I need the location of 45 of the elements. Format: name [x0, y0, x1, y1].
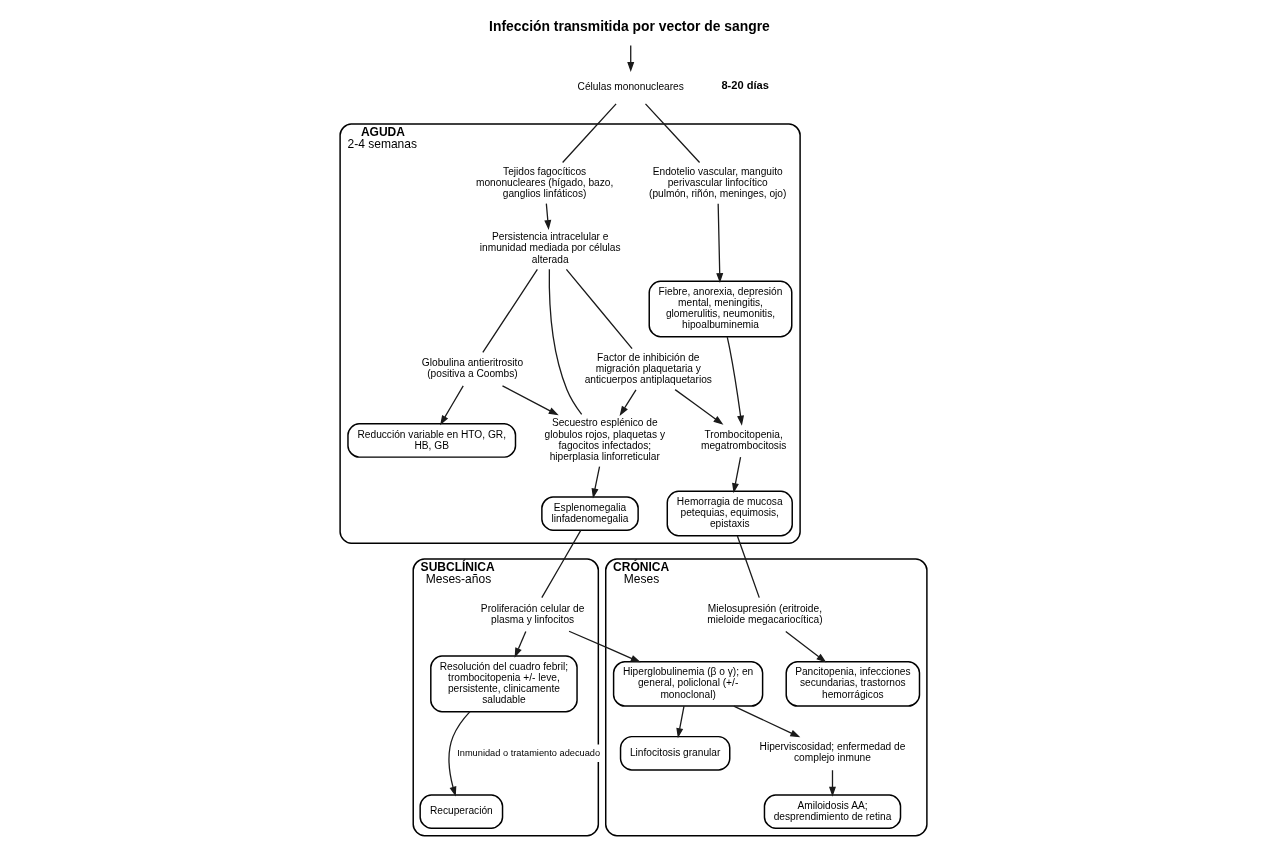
node-box: Recuperación	[419, 794, 504, 829]
connector	[644, 103, 701, 164]
arrow	[726, 336, 744, 426]
node-box: Resolución del cuadro febril; trombocitopenia +/- leve, persistente, clinicamente saludable	[430, 655, 578, 713]
label: 8-20 días	[721, 78, 769, 91]
node-text: Factor de inhibición de migración plaquetaria y anticuerpos antiplaquetarios	[584, 351, 712, 385]
connector	[548, 268, 583, 416]
arrow	[568, 630, 641, 663]
arrow	[732, 456, 742, 494]
node-box: Esplenomegalia linfadenomegalia	[541, 496, 639, 531]
node-box: Hiperglobulinemia (β o γ); en general, policlonal (+/- monoclonal)	[612, 660, 764, 707]
node-text: Globulina antieritrosito (positiva a Coombs)	[421, 357, 524, 380]
node-text: Tejidos fagocíticos mononucleares (hígado, bazo, ganglios linfáticos)	[475, 165, 614, 199]
connector	[482, 268, 538, 354]
node-box: Hemorragia de mucosa petequias, equimosis, epistaxis	[666, 490, 793, 537]
arrow	[619, 389, 637, 416]
arrow	[591, 466, 601, 499]
connector	[736, 535, 760, 599]
node-text: Secuestro esplénico de globulos rojos, plaquetas y fagocitos infectados; hiperplasia linforreticular	[544, 417, 666, 462]
node-box: Amiloidosis AA; desprendimiento de retina	[763, 794, 902, 829]
connector	[565, 268, 633, 350]
node-text: Mielosupresión (eritroide, mieloide megacariocítica)	[707, 602, 823, 625]
arrow	[514, 630, 527, 658]
node-text: Trombocitopenia, megatrombocitosis	[700, 428, 787, 451]
node-text: Endotelio vascular, manguito perivascular linfocítico (pulmón, riñón, meninges, ojo)	[649, 165, 787, 199]
node-text: Infección transmitida por vector de sangre	[489, 17, 770, 34]
node-text: Células mononucleares	[577, 80, 684, 92]
connector	[561, 103, 617, 164]
arrow	[733, 705, 801, 738]
arrow	[448, 711, 471, 797]
arrow	[676, 705, 685, 739]
arrow	[674, 389, 724, 425]
node-text: Hiperviscosidad; enfermedad de complejo inmune	[759, 741, 906, 764]
arrow	[785, 630, 827, 663]
node-text: Proliferación celular de plasma y linfocitos	[480, 602, 585, 625]
edge-label: Inmunidad o tratamiento adecuado	[457, 748, 601, 759]
arrow	[501, 385, 559, 416]
node-box: Pancitopenia, infecciones secundarias, trastornos hemorrágicos	[785, 660, 921, 707]
arrow	[716, 203, 724, 284]
arrow	[440, 385, 464, 426]
node-box: Reducción variable en HTO, GR, HB, GB	[347, 423, 517, 458]
node-box: Linfocitosis granular	[619, 735, 731, 771]
connector	[541, 529, 582, 599]
node-text: Persistencia intracelular e inmunidad mediada por células alterada	[479, 231, 621, 265]
node-box: Fiebre, anorexia, depresión mental, meningitis, glomerulitis, neumonitis, hipoalbuminemia	[648, 280, 793, 338]
